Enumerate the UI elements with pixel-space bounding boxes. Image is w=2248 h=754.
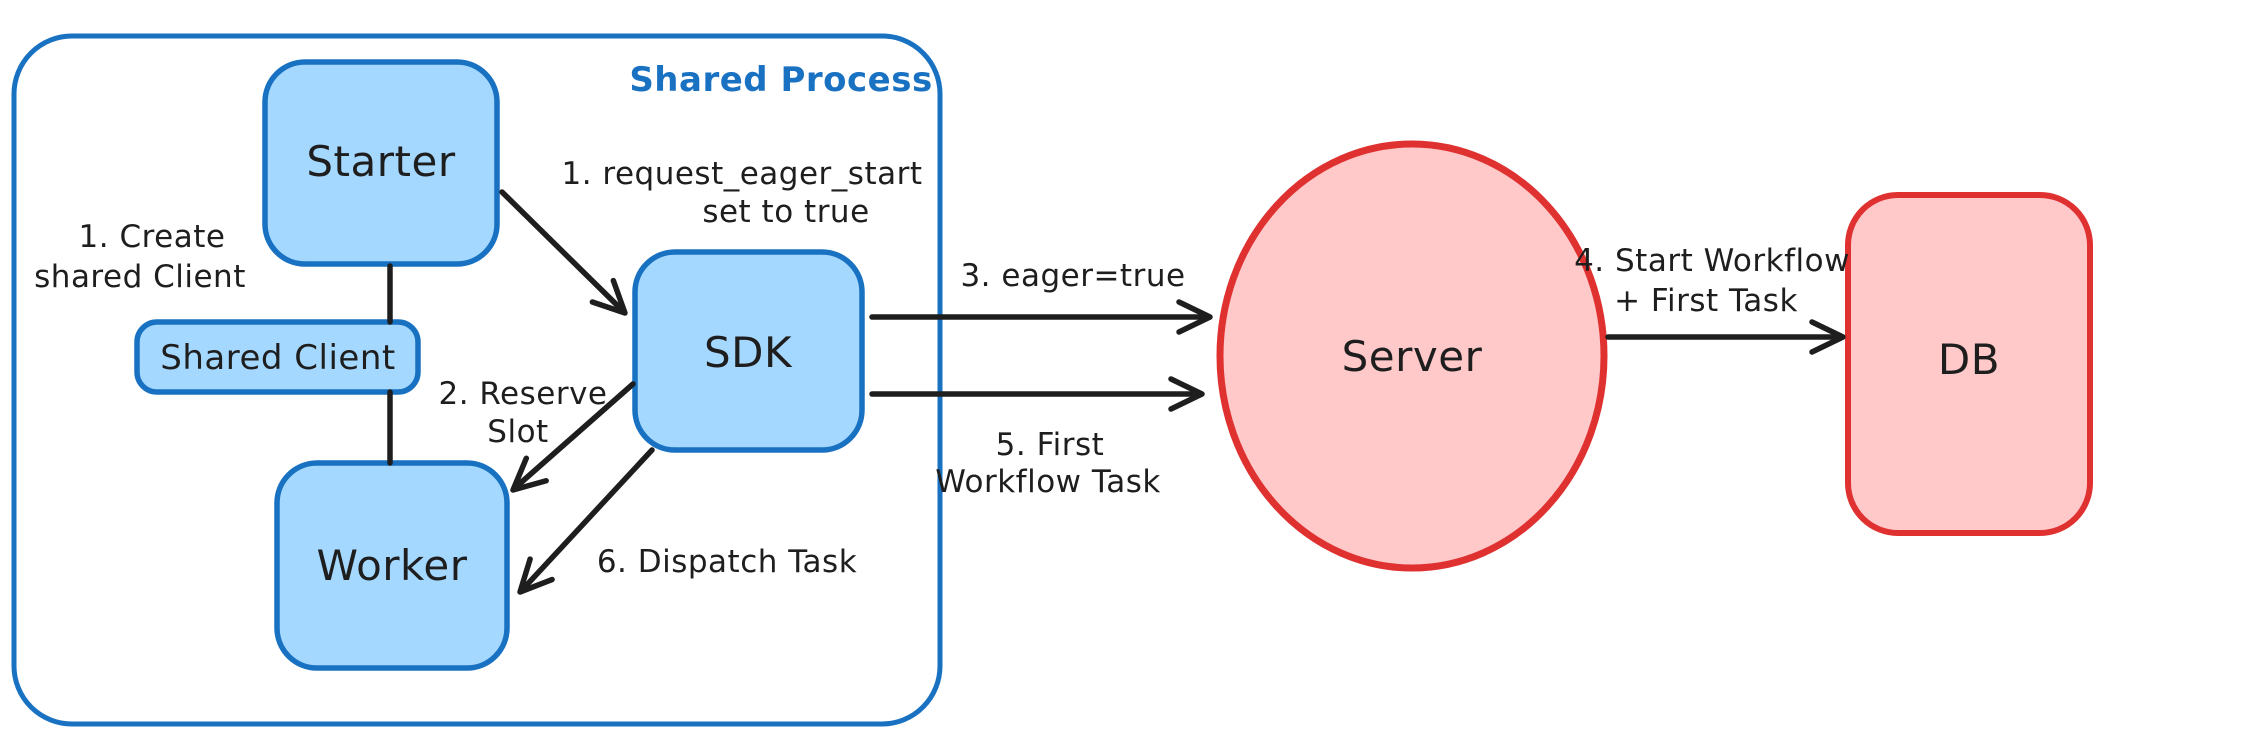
db-box: [1845, 192, 2093, 536]
annotation-reserve-slot: 2. Reserve Slot: [438, 376, 607, 450]
starter-box: [262, 59, 500, 267]
arrow-starter-to-sdk: [499, 189, 628, 316]
arrow-server-to-db: [1605, 319, 1846, 355]
annotation-start-workflow-line-2: + First Task: [1614, 283, 1798, 319]
annotation-reserve-slot-line-1: 2. Reserve: [438, 376, 607, 412]
node-labels: Starter Shared Client Worker SDK Server …: [160, 137, 2000, 590]
shared-client-label: Shared Client: [160, 338, 395, 378]
annotation-first-workflow-task-line-1: 5. First: [996, 427, 1105, 463]
shared-process-label: Shared Process: [629, 60, 932, 100]
annotation-eager-true-line-1: 3. eager=true: [960, 258, 1185, 294]
annotation-create-shared-client: 1. Create shared Client: [34, 219, 246, 295]
annotation-dispatch-task-line-1: 6. Dispatch Task: [597, 544, 857, 580]
red-node-group: [1216, 140, 2093, 572]
annotation-request-eager-start-line-1: 1. request_eager_start: [561, 156, 922, 192]
sdk-label: SDK: [704, 328, 793, 377]
sdk-box: [632, 249, 865, 453]
arrow-sdk-to-server-first-workflow-task: [869, 376, 1205, 412]
annotation-start-workflow: 4. Start Workflow + First Task: [1574, 243, 1850, 319]
worker-label: Worker: [317, 541, 468, 590]
annotation-eager-true: 3. eager=true: [960, 258, 1185, 294]
server-label: Server: [1342, 332, 1483, 381]
annotation-reserve-slot-line-2: Slot: [487, 414, 548, 450]
annotation-request-eager-start-line-2: set to true: [702, 194, 869, 230]
annotation-first-workflow-task-line-2: Workflow Task: [935, 464, 1161, 500]
edges: [387, 189, 1846, 595]
blue-node-group: [134, 59, 865, 671]
arrow-sdk-to-worker-dispatch-task: [517, 447, 655, 595]
annotation-dispatch-task: 6. Dispatch Task: [597, 544, 857, 580]
shared-process-container: [11, 33, 943, 727]
annotation-create-shared-client-line-2: shared Client: [34, 259, 246, 295]
server-circle: [1216, 140, 1608, 572]
annotation-create-shared-client-line-1: 1. Create: [79, 219, 226, 255]
annotation-request-eager-start: 1. request_eager_start set to true: [561, 156, 922, 230]
arrow-sdk-to-server-eager: [869, 299, 1213, 335]
annotation-first-workflow-task: 5. First Workflow Task: [935, 427, 1161, 500]
annotation-start-workflow-line-1: 4. Start Workflow: [1574, 243, 1850, 279]
starter-label: Starter: [306, 137, 455, 186]
shared-client-box: [134, 319, 421, 395]
db-label: DB: [1938, 335, 2000, 384]
annotation-labels: 1. Create shared Client 1. request_eager…: [34, 156, 1850, 580]
arrow-sdk-to-worker-reserve-slot: [510, 381, 636, 493]
